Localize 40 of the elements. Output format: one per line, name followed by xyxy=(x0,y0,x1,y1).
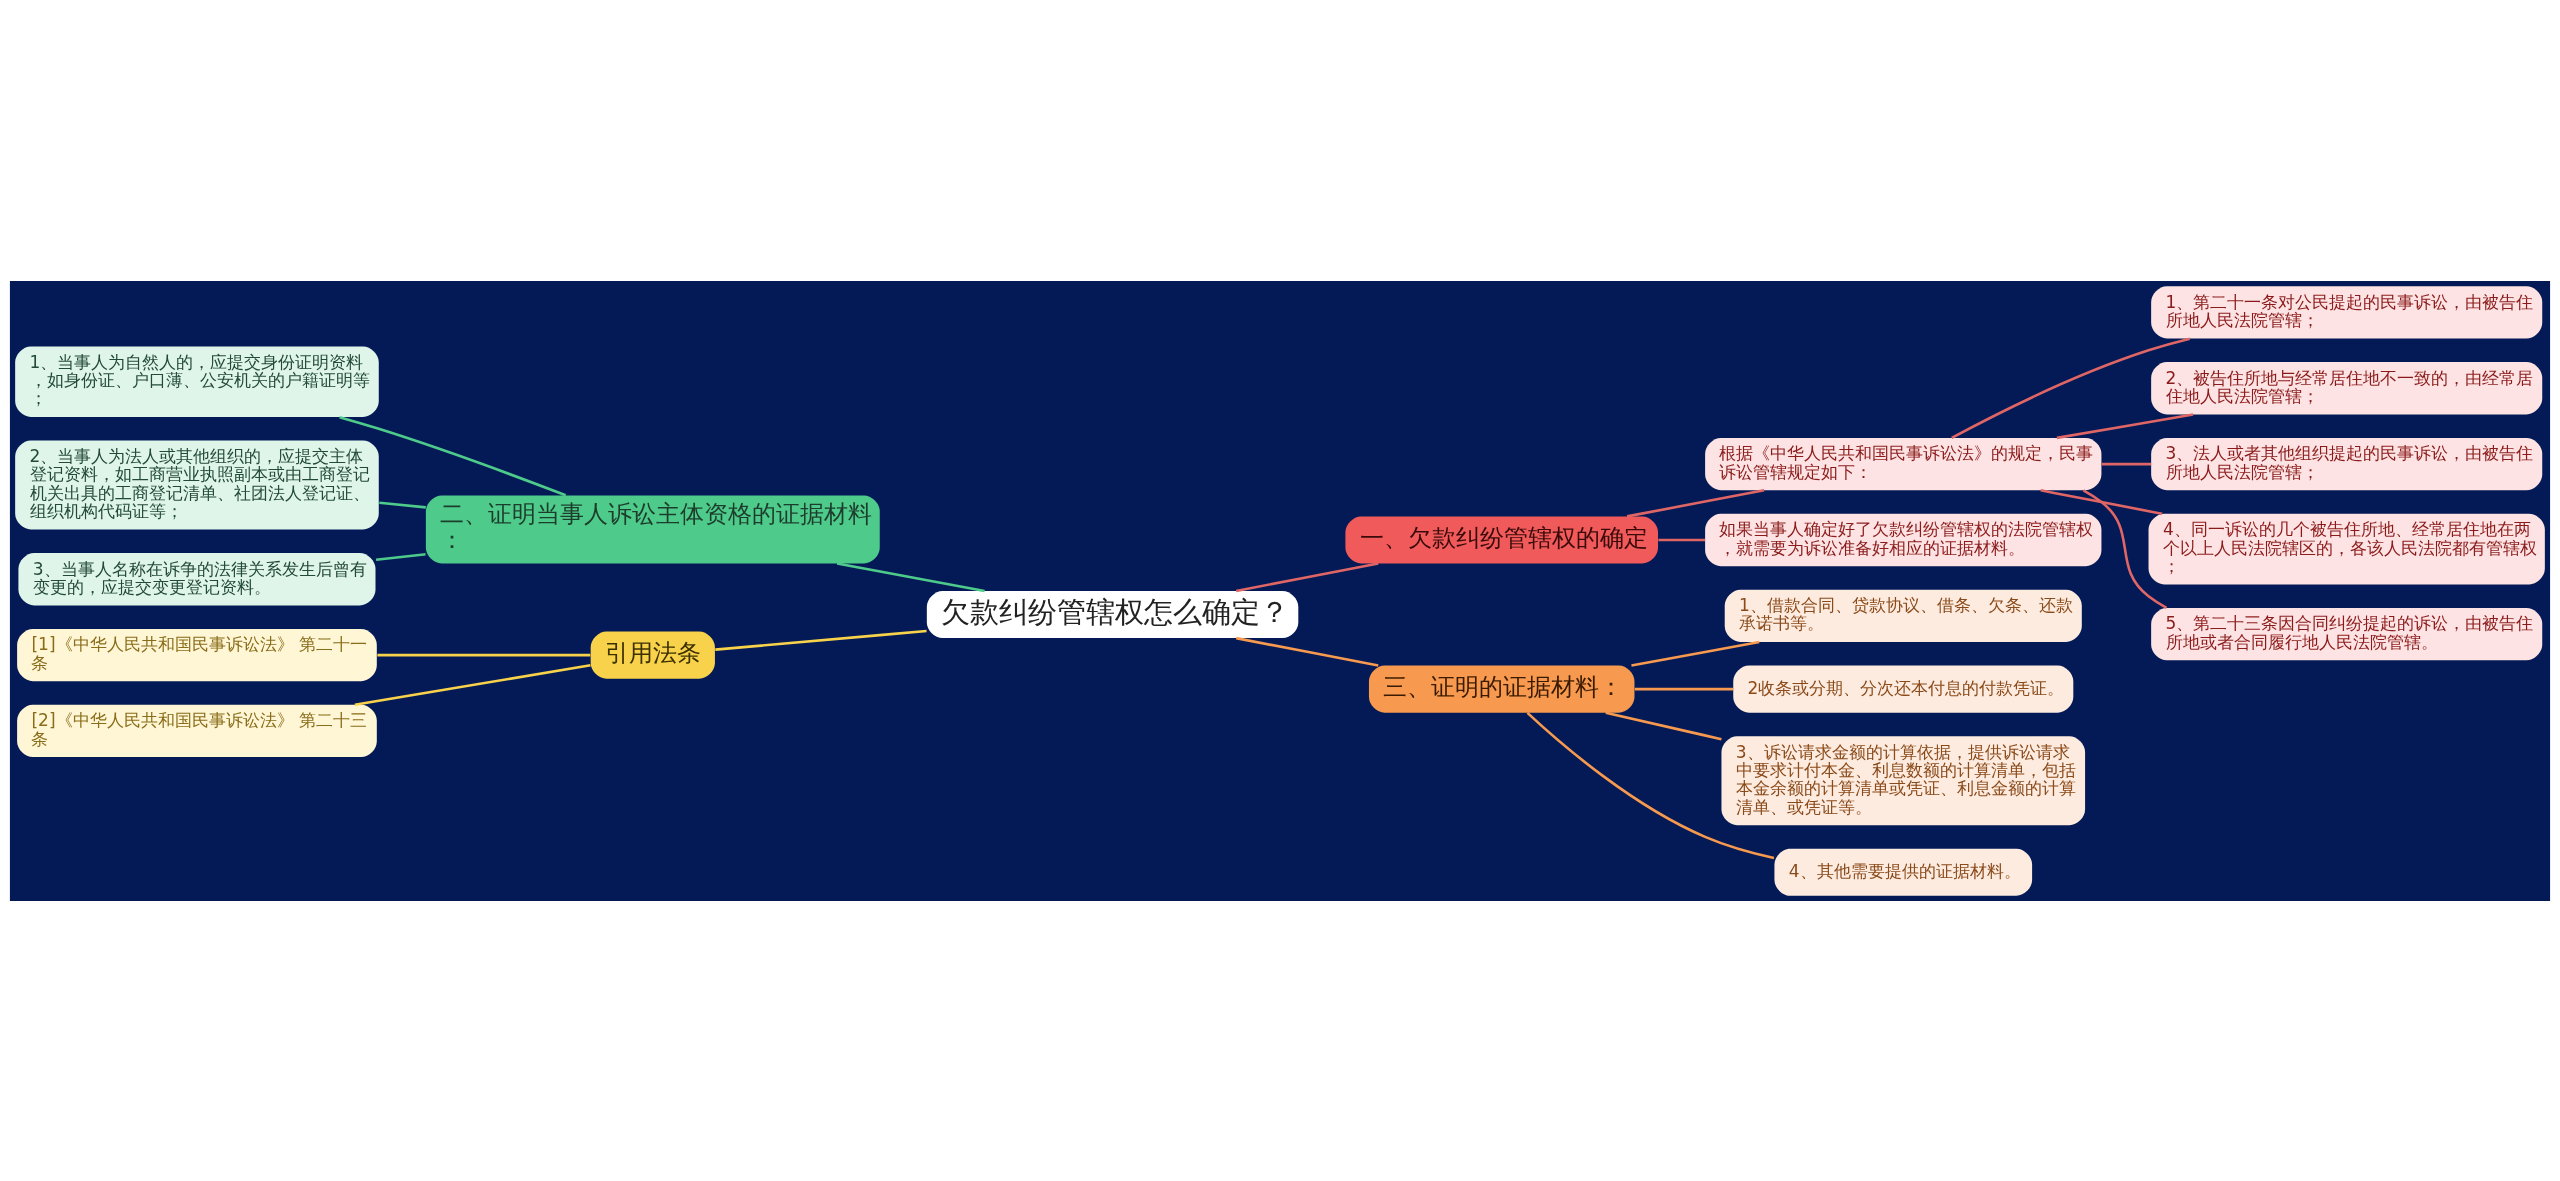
node-box: 引用法条 xyxy=(590,631,715,679)
node-box: [1]《中华人民共和国民事诉讼法》 第二十一条 xyxy=(17,628,377,681)
connector xyxy=(375,552,426,561)
connector xyxy=(2040,488,2163,515)
connector xyxy=(715,629,927,651)
connector xyxy=(339,415,567,497)
node-box: 1、第二十一条对公民提起的民事诉讼，由被告住所地人民法院管辖； xyxy=(2151,285,2543,339)
node-box: 1、借款合同、贷款协议、借条、欠条、还款承诺书等。 xyxy=(1724,589,2082,642)
node-box: 3、诉讼请求金额的计算依据，提供诉讼请求中要求计付本金、利息数额的计算清单，包括本金余额的计算清单或凭证、利息金额的计算清单、或凭证等。 xyxy=(1721,735,2086,825)
connector xyxy=(1235,636,1379,667)
node-box: 2收条或分期、分次还本付息的付款凭证。 xyxy=(1733,665,2074,713)
node-box: 1、当事人为自然人的，应提交身份证明资料，如身份证、户口薄、公安机关的户籍证明等； xyxy=(15,345,379,417)
connector xyxy=(377,653,591,656)
node-box: 三、证明的证据材料： xyxy=(1368,665,1635,713)
connector xyxy=(1526,711,1775,859)
connector xyxy=(1658,538,1706,541)
node-box: 4、同一诉讼的几个被告住所地、经常居住地在两个以上人民法院辖区的，各该人民法院都有管辖权； xyxy=(2148,513,2545,584)
connector xyxy=(1235,561,1379,592)
connector xyxy=(1634,687,1733,690)
node-box: 3、法人或者其他组织提起的民事诉讼，由被告住所地人民法院管辖； xyxy=(2151,437,2543,490)
connector xyxy=(379,501,426,509)
connector xyxy=(2082,488,2168,609)
node-box: 2、当事人为法人或其他组织的，应提交主体登记资料，如工商营业执照副本或由工商登记机关出具的工商登记清单、社团法人登记证、组织机构代码证等； xyxy=(15,440,379,529)
node-box: 4、其他需要提供的证据材料。 xyxy=(1774,848,2033,896)
node-box: 如果当事人确定好了欠款纠纷管辖权的法院管辖权，就需要为诉讼准备好相应的证据材料。 xyxy=(1705,513,2102,566)
node-box: 2、被告住所地与经常居住地不一致的，由经常居住地人民法院管辖； xyxy=(2151,361,2543,414)
connector xyxy=(1631,640,1760,667)
node-box: 一、欠款纠纷管辖权的确定 xyxy=(1345,515,1658,564)
node-box: 欠款纠纷管辖权怎么确定？ xyxy=(926,590,1299,638)
node-box: 3、当事人名称在诉争的法律关系发生后曾有变更的，应提交变更登记资料。 xyxy=(18,552,376,605)
node-box: 根据《中华人民共和国民事诉讼法》的规定，民事诉讼管辖规定如下： xyxy=(1705,437,2102,490)
connector xyxy=(836,561,985,592)
connector xyxy=(1951,336,2191,439)
connector xyxy=(2056,412,2194,439)
connector xyxy=(354,663,591,706)
node-box: 5、第二十三条因合同纠纷提起的诉讼，由被告住所地或者合同履行地人民法院管辖。 xyxy=(2151,607,2543,660)
connector xyxy=(1605,710,1722,740)
connector xyxy=(2101,462,2152,465)
node-box: [2]《中华人民共和国民事诉讼法》 第二十三条 xyxy=(17,704,377,757)
node-box: 二、证明当事人诉讼主体资格的证据材料： xyxy=(425,495,880,564)
